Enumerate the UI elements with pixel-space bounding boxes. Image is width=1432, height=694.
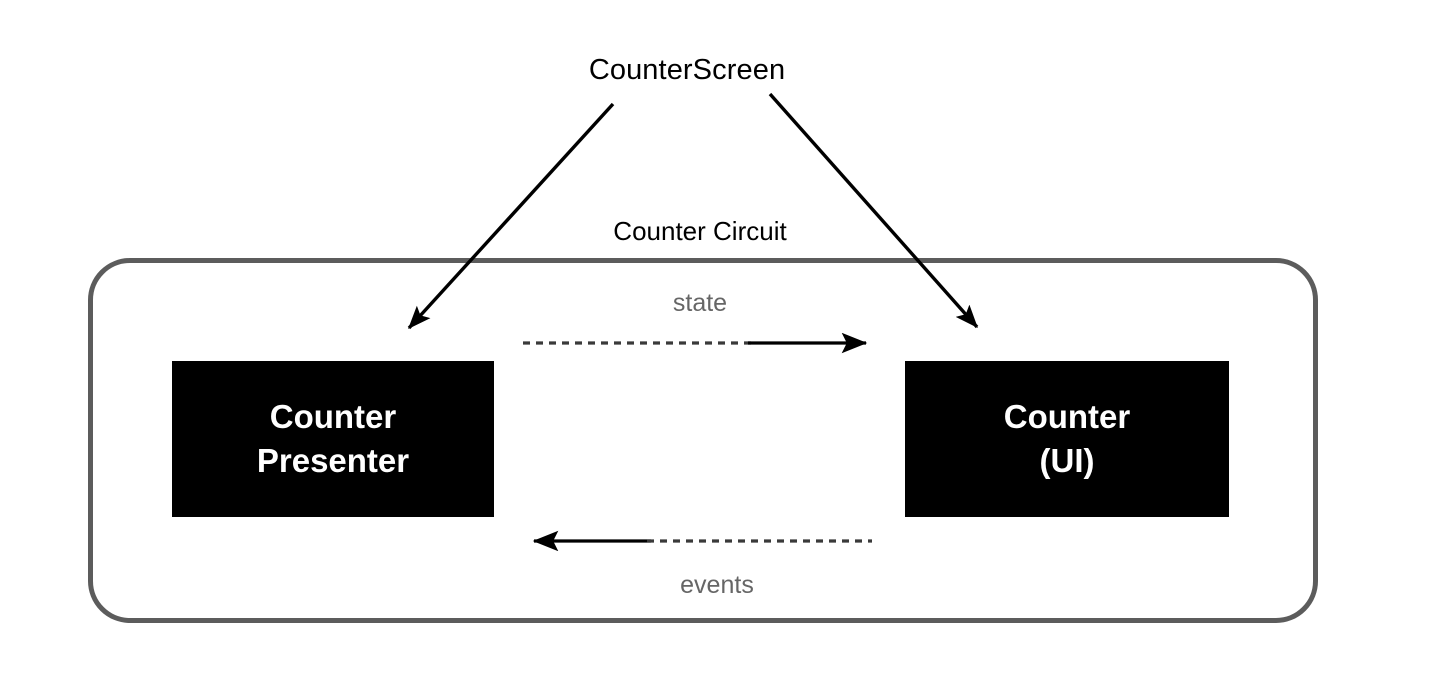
events-flow-label: events [680, 571, 754, 599]
counter-circuit-label: Counter Circuit [613, 216, 787, 246]
counter-circuit-boundary [88, 258, 1318, 623]
counter-presenter-node: Counter Presenter [172, 361, 494, 517]
counter-ui-node: Counter (UI) [905, 361, 1229, 517]
counter-presenter-line-2: Presenter [256, 442, 410, 479]
counter-ui-line-1: Counter [1003, 398, 1131, 436]
state-flow-label: state [672, 289, 728, 317]
counterscreen-label: CounterScreen [588, 54, 786, 86]
counter-presenter-line-1: Counter [269, 398, 397, 436]
counter-ui-line-2: (UI) [1039, 442, 1095, 479]
